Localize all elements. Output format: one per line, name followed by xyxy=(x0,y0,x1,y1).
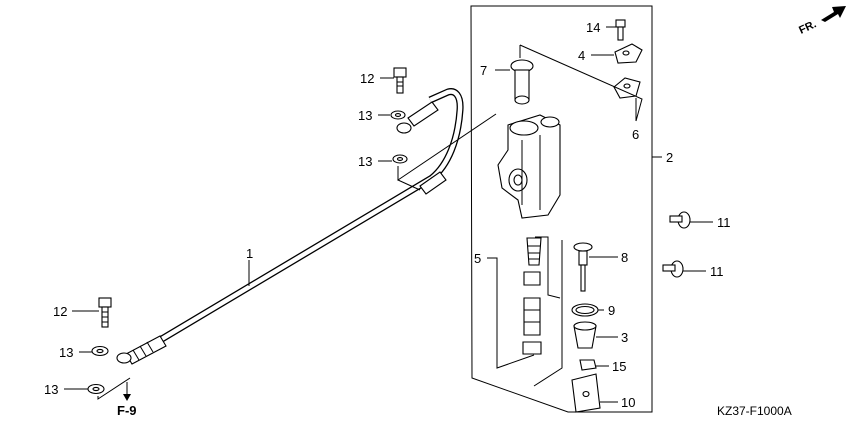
washer-13-upper-a xyxy=(390,110,406,120)
boot-3 xyxy=(573,321,597,349)
callout-4: 4 xyxy=(578,48,585,63)
callout-7: 7 xyxy=(480,63,487,78)
circlip-9 xyxy=(571,303,599,317)
callout-11-upper: 11 xyxy=(717,215,731,230)
callout-13-upper-b: 13 xyxy=(358,154,372,169)
callout-12-lower: 12 xyxy=(53,304,67,319)
piston-5 xyxy=(523,297,541,336)
callout-6: 6 xyxy=(632,127,639,142)
callout-11-lower: 11 xyxy=(710,264,724,279)
pushrod-nut-5 xyxy=(522,341,542,355)
callout-13-upper-a: 13 xyxy=(358,108,372,123)
brake-hose xyxy=(116,88,464,365)
bolt-11-lower xyxy=(662,260,684,278)
callout-13-lower-b: 13 xyxy=(44,382,58,397)
front-arrow-icon xyxy=(821,6,846,22)
diaphragm-plate-6 xyxy=(613,77,641,99)
washer-13-lower-b xyxy=(87,383,105,395)
callout-15: 15 xyxy=(612,359,626,374)
callout-13-lower-a: 13 xyxy=(59,345,73,360)
front-marker-label: FR. xyxy=(797,18,818,36)
washer-13-upper-b xyxy=(392,154,408,164)
callout-2: 2 xyxy=(666,150,673,165)
leader-lines xyxy=(64,26,713,403)
callout-9: 9 xyxy=(608,303,615,318)
washer-13-lower-a xyxy=(91,345,109,357)
master-cylinder-body xyxy=(497,114,561,219)
screw-14 xyxy=(615,19,626,41)
callout-10: 10 xyxy=(621,395,635,410)
ref-page-label: F-9 xyxy=(117,403,137,418)
cap-4 xyxy=(614,43,643,64)
nut-15 xyxy=(579,359,597,371)
callout-1: 1 xyxy=(246,246,253,261)
clevis-10 xyxy=(571,373,601,413)
spring-5 xyxy=(526,237,542,266)
callout-12-upper: 12 xyxy=(360,71,374,86)
pushrod-8 xyxy=(573,242,593,292)
joint-7 xyxy=(510,59,534,105)
callout-5: 5 xyxy=(474,251,481,266)
bolt-12-upper xyxy=(393,67,407,94)
callout-14: 14 xyxy=(586,20,600,35)
callout-8: 8 xyxy=(621,250,628,265)
cup-5 xyxy=(523,271,541,286)
bolt-12-lower xyxy=(98,297,112,328)
bolt-11-upper xyxy=(669,211,691,229)
diagram-code: KZ37-F1000A xyxy=(717,404,792,418)
callout-3: 3 xyxy=(621,330,628,345)
ref-arrow xyxy=(123,382,131,401)
assembly-frame xyxy=(470,5,653,413)
